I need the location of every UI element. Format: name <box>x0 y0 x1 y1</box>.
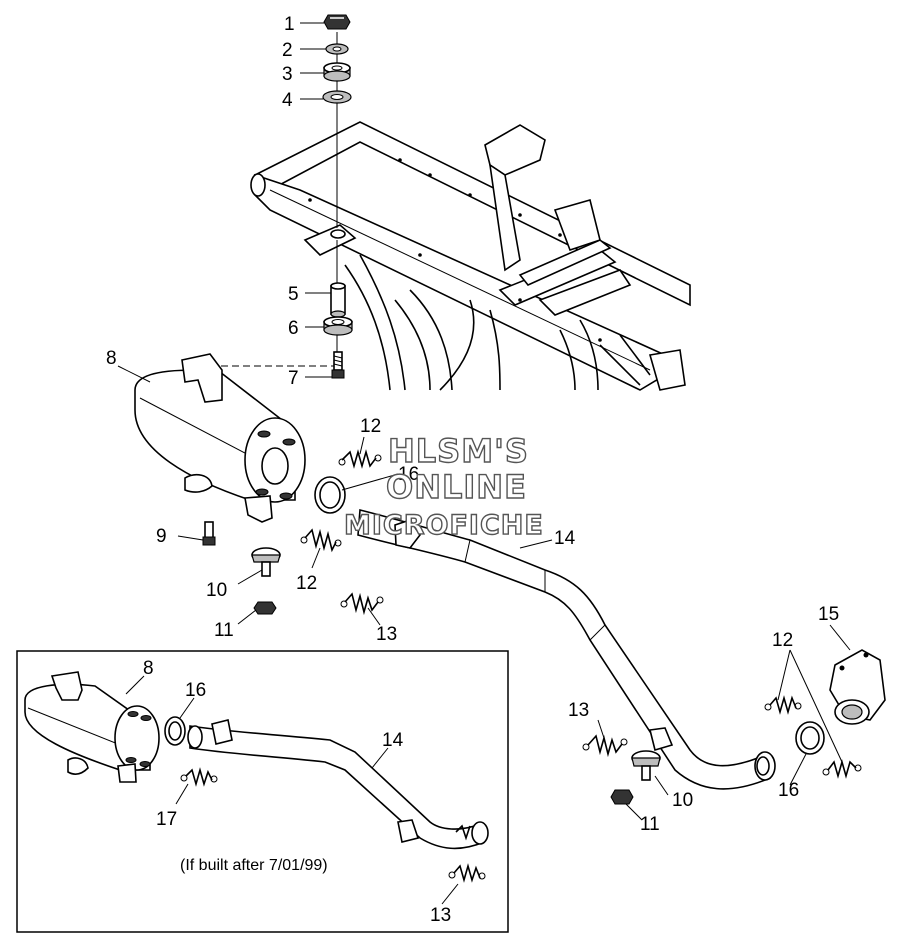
spacer-part-5 <box>330 282 346 318</box>
callout-15: 15 <box>818 604 839 625</box>
callout-2: 2 <box>282 40 293 61</box>
grommet-part-3 <box>323 62 351 82</box>
head-pipe-part-14 <box>357 508 776 790</box>
watermark-line-2: ONLINE <box>386 468 527 506</box>
callout-9: 9 <box>156 526 167 547</box>
inset-variant-box: 8 16 14 17 13 (If built after 7/01/99) <box>16 650 509 933</box>
rubber-mount-part-10-right <box>631 750 661 781</box>
gasket-part-16 <box>314 476 346 514</box>
callout-13-upper: 13 <box>376 624 397 645</box>
callout-10: 10 <box>206 580 227 601</box>
inset-head-pipe-part-14 <box>187 719 489 850</box>
rubber-mount-part-10 <box>251 547 281 577</box>
frame-assembly <box>250 121 691 391</box>
callout-11: 11 <box>214 620 234 641</box>
spring-part-12-upper <box>338 449 382 469</box>
nut-part-11-right <box>610 789 634 805</box>
callout-16-upper: 16 <box>398 464 419 485</box>
inset-callout-8: 8 <box>143 658 154 679</box>
gasket-part-16-right <box>795 721 825 755</box>
inset-callout-13: 13 <box>430 905 451 926</box>
callout-16-right: 16 <box>778 780 799 801</box>
callout-1: 1 <box>284 14 295 35</box>
grommet-part-6 <box>323 316 353 336</box>
bolt-part-9 <box>202 521 216 546</box>
washer-part-4 <box>322 90 352 104</box>
inset-callout-14: 14 <box>382 730 404 751</box>
inset-muffler-part-8 <box>24 671 160 783</box>
callout-6: 6 <box>288 318 299 339</box>
spring-part-12-right-lower <box>822 759 862 779</box>
spring-part-12-lower <box>300 528 342 553</box>
inset-spring-part-17 <box>180 767 218 787</box>
watermark-line-1: HLSM'S <box>388 432 529 470</box>
exhaust-flange-part-15 <box>829 649 886 725</box>
spring-part-12-right-upper <box>764 695 802 715</box>
bolt-part-7 <box>331 351 345 379</box>
nut-part-1 <box>323 14 351 30</box>
callout-4: 4 <box>282 90 293 111</box>
inset-note: (If built after 7/01/99) <box>180 857 328 874</box>
callout-14: 14 <box>554 528 576 549</box>
inset-gasket-part-16 <box>164 716 186 746</box>
watermark: HLSM'S ONLINE MICROFICHE <box>343 431 544 541</box>
callout-3: 3 <box>282 64 293 85</box>
inset-callout-16: 16 <box>185 680 206 701</box>
callout-8: 8 <box>106 348 117 369</box>
callout-7: 7 <box>288 368 299 389</box>
muffler-part-8 <box>134 353 306 523</box>
callout-11-right: 11 <box>640 814 660 835</box>
nut-part-11 <box>253 601 277 615</box>
callout-5: 5 <box>288 284 299 305</box>
spring-part-13-upper <box>340 592 384 616</box>
callout-12-upper: 12 <box>360 416 381 437</box>
callout-10-right: 10 <box>672 790 693 811</box>
inset-callout-17: 17 <box>156 809 177 830</box>
inset-spring-part-13 <box>448 863 486 883</box>
callout-12-right: 12 <box>772 630 793 651</box>
watermark-line-3: MICROFICHE <box>344 510 544 541</box>
callout-12-lower: 12 <box>296 573 317 594</box>
washer-part-2 <box>325 43 349 55</box>
callout-13-right: 13 <box>568 700 589 721</box>
leader-lines <box>117 22 851 821</box>
spring-part-13-lower-right <box>582 734 628 758</box>
callouts: 1 2 3 4 5 6 7 8 9 10 11 12 12 13 16 14 1… <box>106 14 839 835</box>
